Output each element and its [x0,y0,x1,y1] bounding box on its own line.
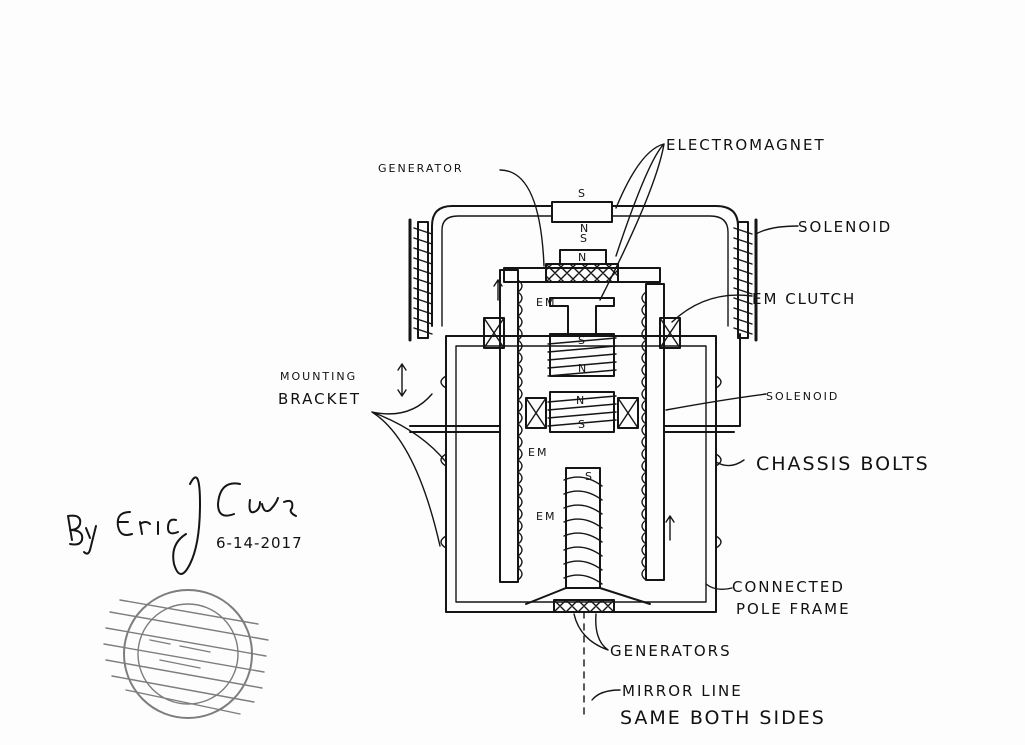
pole-label: N [578,362,588,375]
pole-label: S [578,418,587,431]
inner-coil-left [499,269,523,583]
em-clutch-left [483,317,505,349]
direction-arrows [397,279,675,541]
seal-stamp [103,589,269,719]
generator-label: GENERATOR [378,162,464,175]
labels: ELECTROMAGNET GENERATOR SOLENOID EM CLUT… [278,136,930,729]
em-tag: EM [536,510,556,523]
pole-label: N [576,394,586,407]
outer-solenoid-left [408,218,433,342]
em-tag: EM [536,296,556,309]
solenoid-mid-label: SOLENOID [766,390,839,403]
pole-label: S [580,232,589,245]
leader-lines [371,143,799,701]
pole-label: S [578,187,587,200]
bracket-label: BRACKET [278,390,361,408]
solenoid-top-label: SOLENOID [798,218,892,236]
em-clutch-label: EM CLUTCH [752,290,856,308]
generators-label: GENERATORS [610,642,732,660]
pole-frame-label: POLE FRAME [736,600,851,618]
top-electromagnet: S N S N [545,187,619,283]
upper-coil: S N [547,333,617,377]
electromagnet-label: ELECTROMAGNET [666,136,826,154]
signature-date: 6-14-2017 [216,534,303,552]
bottom-coil: S [525,467,651,613]
pole-label: S [578,334,587,347]
chassis-bar [409,333,741,433]
lower-coil: N S [525,391,639,433]
mirror-line-label: MIRROR LINE [622,682,743,700]
pole-label: N [580,222,590,235]
armature [549,297,615,335]
signature: 6-14-2017 [67,476,303,575]
mounting-label: MOUNTING [280,370,357,383]
chassis-bolts-label: CHASSIS BOLTS [756,453,930,475]
outer-solenoid-right [733,218,758,342]
em-clutch-right [659,317,681,349]
connected-label: CONNECTED [732,578,845,596]
em-tag: EM [528,446,548,459]
chassis-bolts [440,375,722,549]
same-both-sides-label: SAME BOTH SIDES [620,707,826,729]
inner-bar [503,267,661,283]
pole-label: S [585,470,594,483]
pole-label: N [578,251,588,264]
pole-frame [445,335,717,613]
